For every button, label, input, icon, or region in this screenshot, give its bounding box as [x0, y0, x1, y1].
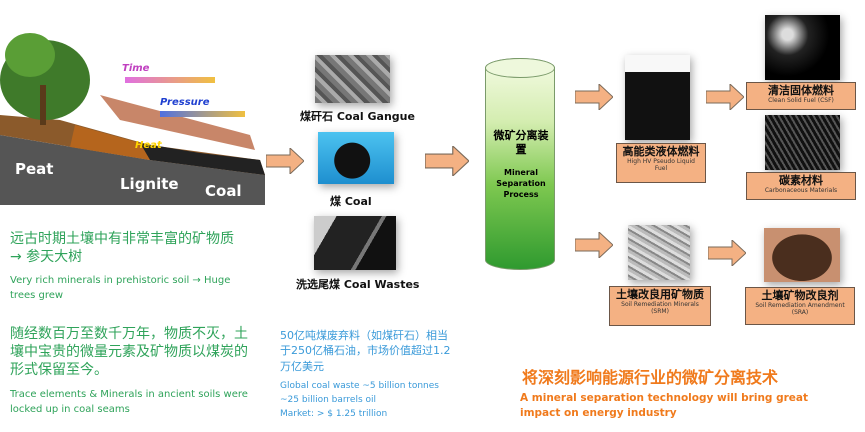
market-en-3: Market: > $ 1.25 trillion	[280, 409, 388, 419]
peat-label: Peat	[15, 160, 54, 178]
mineral-separation-cylinder: 微矿分离装置 Mineral Separation Process	[485, 58, 555, 270]
process-en-label: Mineral Separation Process	[496, 168, 546, 200]
coal-wastes-label: 洗选尾煤 Coal Wastes	[296, 278, 420, 291]
sra-image	[764, 228, 840, 282]
liquid-fuel-image	[625, 55, 690, 140]
coal-seams-en: Trace elements & Minerals in ancient soi…	[10, 389, 248, 415]
coal-seams-zh: 随经数百万至数千万年，物质不灭，土壤中宝贵的微量元素及矿物质以煤炭的形式保留至今…	[10, 326, 248, 379]
coal-formation-graphic	[0, 33, 265, 205]
process-zh-label: 微矿分离装置	[493, 129, 549, 157]
coal-gangue-label: 煤矸石 Coal Gangue	[300, 110, 415, 123]
coal-gangue-image	[315, 55, 390, 103]
prehistoric-minerals-en: Very rich minerals in prehistoric soil →…	[10, 275, 231, 301]
clean-solid-fuel-image	[765, 15, 840, 80]
market-en-2: ~25 billion barrels oil	[280, 395, 377, 405]
prehistoric-minerals-zh: 远古时期土壤中有非常丰富的矿物质 → 参天大树	[10, 231, 234, 266]
arrow-right-icon	[574, 82, 614, 112]
arrow-right-icon	[574, 230, 614, 260]
market-en-1: Global coal waste ~5 billion tonnes	[280, 381, 439, 391]
market-zh: 50亿吨煤废弃料（如煤矸石）相当于250亿桶石油，市场价值超过1.2万亿美元	[280, 329, 451, 373]
heat-label: Heat	[135, 140, 162, 151]
lignite-label: Lignite	[120, 175, 179, 193]
arrow-right-icon	[265, 146, 305, 176]
coal-wastes-image	[314, 216, 396, 270]
arrow-right-icon	[705, 82, 745, 112]
coal-label: 煤 Coal	[330, 195, 372, 208]
arrow-right-icon	[424, 144, 470, 178]
coal-image	[318, 132, 394, 184]
carbon-material-image	[765, 115, 840, 170]
pressure-arrow	[160, 111, 245, 117]
srm-image	[628, 225, 690, 280]
conclusion-en: A mineral separation technology will bri…	[520, 392, 809, 419]
arrow-right-icon	[707, 238, 747, 268]
coal-formation-illustration: Time Pressure Heat Peat Lignite Coal	[0, 25, 265, 205]
time-label: Time	[122, 63, 150, 74]
pressure-label: Pressure	[160, 97, 210, 108]
coal-label: Coal	[205, 182, 242, 200]
time-arrow	[125, 77, 215, 83]
conclusion-zh: 将深刻影响能源行业的微矿分离技术	[522, 368, 779, 387]
